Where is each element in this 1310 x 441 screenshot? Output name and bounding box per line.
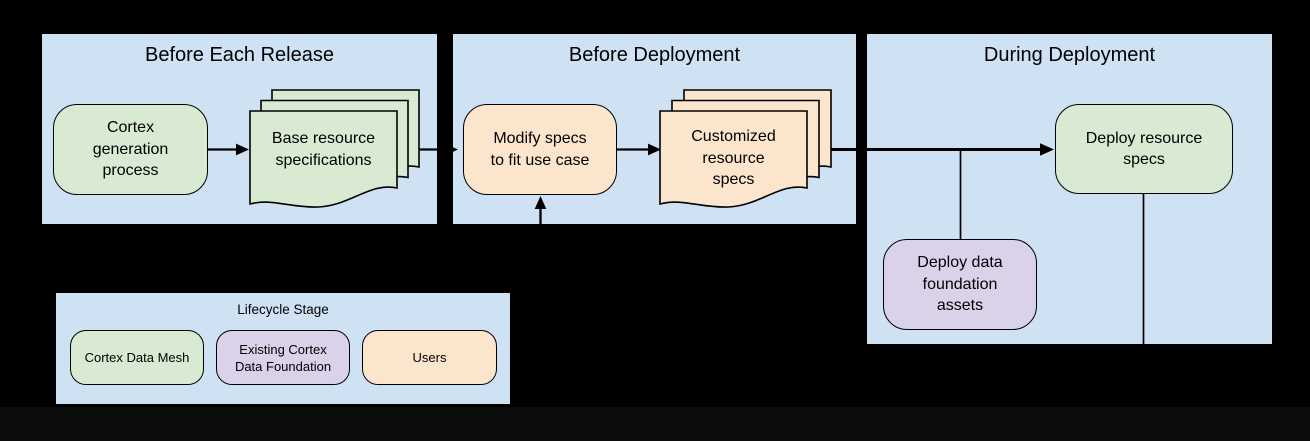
arrow-up-into-modify (534, 196, 547, 225)
document-stack-base-resource-specifications (249, 89, 420, 208)
arrow-customized-to-deploy (805, 143, 1054, 156)
document-stack-customized-resource-specs (659, 89, 832, 208)
arrow-generation-to-base-specs (208, 143, 249, 156)
arrow-modify-to-customized (617, 143, 661, 156)
bottom-strip (0, 407, 1310, 441)
